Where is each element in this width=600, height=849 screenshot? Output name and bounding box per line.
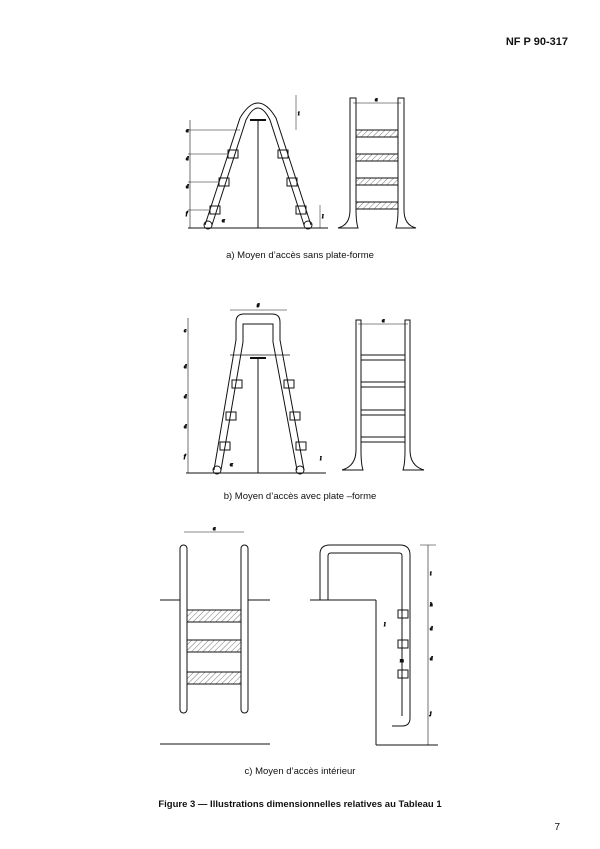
svg-text:a: a <box>382 319 385 324</box>
svg-text:d: d <box>430 657 433 662</box>
svg-text:l: l <box>384 623 386 628</box>
svg-text:g: g <box>257 303 260 308</box>
svg-text:a: a <box>375 98 378 103</box>
svg-text:d: d <box>184 425 187 430</box>
figure-b-side-view: g c d d d f α l <box>184 303 326 475</box>
figure-c-caption: c) Moyen d’accès intérieur <box>244 766 356 777</box>
svg-text:d: d <box>184 365 187 370</box>
figure-a-front-view: a <box>337 97 417 229</box>
figure-a-caption: a) Moyen d’accès sans plate-forme <box>226 250 374 261</box>
svg-text:c: c <box>184 329 187 334</box>
figure-c-front-view: a <box>160 527 270 745</box>
svg-text:i: i <box>430 572 432 577</box>
svg-text:l: l <box>322 215 324 220</box>
svg-text:d: d <box>430 627 433 632</box>
svg-text:a: a <box>186 129 189 134</box>
document-reference: NF P 90-317 <box>505 36 568 48</box>
svg-text:α: α <box>230 463 233 468</box>
figure-c-side-view: i h d d j l m <box>310 544 438 746</box>
svg-text:i: i <box>298 112 300 117</box>
figure-a-side-view: a d d f i l α <box>186 95 328 230</box>
svg-text:d: d <box>184 395 187 400</box>
svg-text:h: h <box>430 603 433 608</box>
page-number: 7 <box>554 822 560 833</box>
svg-text:m: m <box>400 659 404 664</box>
svg-text:f: f <box>184 455 186 460</box>
figure-b-front-view: a <box>341 319 425 471</box>
svg-text:l: l <box>320 457 322 462</box>
svg-text:d: d <box>186 157 189 162</box>
svg-text:d: d <box>186 185 189 190</box>
figure-b-caption: b) Moyen d’accès avec plate –forme <box>223 491 377 502</box>
figure-title: Figure 3 — Illustrations dimensionnelles… <box>158 799 442 810</box>
svg-text:a: a <box>213 527 216 532</box>
svg-text:α: α <box>222 219 225 224</box>
svg-text:f: f <box>186 212 188 217</box>
svg-text:j: j <box>429 712 432 717</box>
